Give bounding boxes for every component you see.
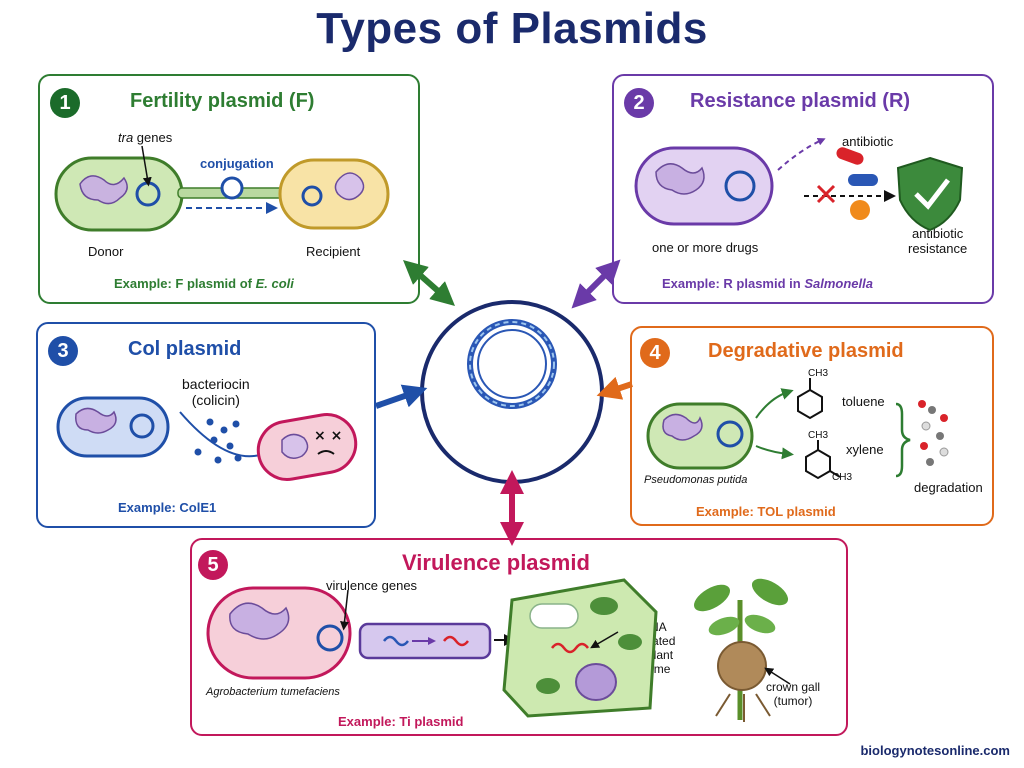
organism-label: Agrobacterium tumefaciens: [206, 686, 340, 698]
ch3-bottom-label: CH3: [832, 472, 853, 483]
panel-number-badge: 5: [198, 550, 228, 580]
drugs-label: one or more drugs: [652, 240, 759, 255]
virulence-panel: 5 Virulence plasmid virulence genes Agro…: [190, 538, 848, 736]
resistance-panel: 2 Resistance plasmid (R) antibiotic one …: [612, 74, 994, 304]
hub-circle: [420, 300, 604, 484]
donor-label: Donor: [88, 244, 124, 259]
panel-number-badge: 2: [624, 88, 654, 118]
panel-title: Resistance plasmid (R): [690, 90, 911, 112]
fertility-example: Example: F plasmid of E. coli: [114, 276, 294, 291]
hub-label: Plasmids: [460, 416, 575, 446]
resistance-example: Example: R plasmid in Salmonella: [662, 276, 873, 291]
panel-number-badge: 4: [640, 338, 670, 368]
arrow-degradative: [596, 376, 633, 400]
recipient-label: Recipient: [306, 244, 361, 259]
arrow-col: [375, 384, 428, 409]
col-example: Example: ColE1: [118, 500, 217, 515]
degradative-panel: 4 Degradative plasmid CH3 CH3 CH3 toluen…: [630, 326, 994, 526]
degradation-label: degradation: [914, 480, 983, 495]
antibiotic-label: antibiotic: [842, 134, 894, 149]
panel-title: Fertility plasmid (F): [130, 90, 315, 112]
toluene-label: toluene: [842, 394, 885, 409]
conjugation-label: conjugation: [200, 156, 274, 171]
credit-text: biologynotesonline.com: [860, 743, 1010, 758]
panel-title: Degradative plasmid: [708, 340, 904, 362]
xylene-label: xylene: [846, 442, 884, 457]
tra-genes-label: tra genes: [118, 130, 173, 145]
crown-gall-label: crown gall(tumor): [766, 680, 821, 708]
virulence-genes-label: virulence genes: [326, 578, 418, 593]
page-title: Types of Plasmids: [316, 4, 708, 53]
fertility-panel: 1 Fertility plasmid (F) tra genes conjug…: [38, 74, 420, 304]
panel-title: Virulence plasmid: [402, 550, 590, 575]
arrow-resistance: [571, 259, 621, 309]
ch3-top-label: CH3: [808, 368, 829, 379]
ch3-mid-label: CH3: [808, 430, 829, 441]
panel-number-badge: 1: [50, 88, 80, 118]
degradative-example: Example: TOL plasmid: [696, 504, 836, 519]
organism-label: Pseudomonas putida: [644, 474, 748, 486]
panel-number-badge: 3: [48, 336, 78, 366]
col-panel: 3 Col plasmid bacteriocin(colicin) Examp…: [36, 322, 376, 528]
virulence-example: Example: Ti plasmid: [338, 714, 464, 729]
panel-title: Col plasmid: [128, 338, 242, 360]
bacteriocin-label: bacteriocin(colicin): [182, 376, 250, 408]
